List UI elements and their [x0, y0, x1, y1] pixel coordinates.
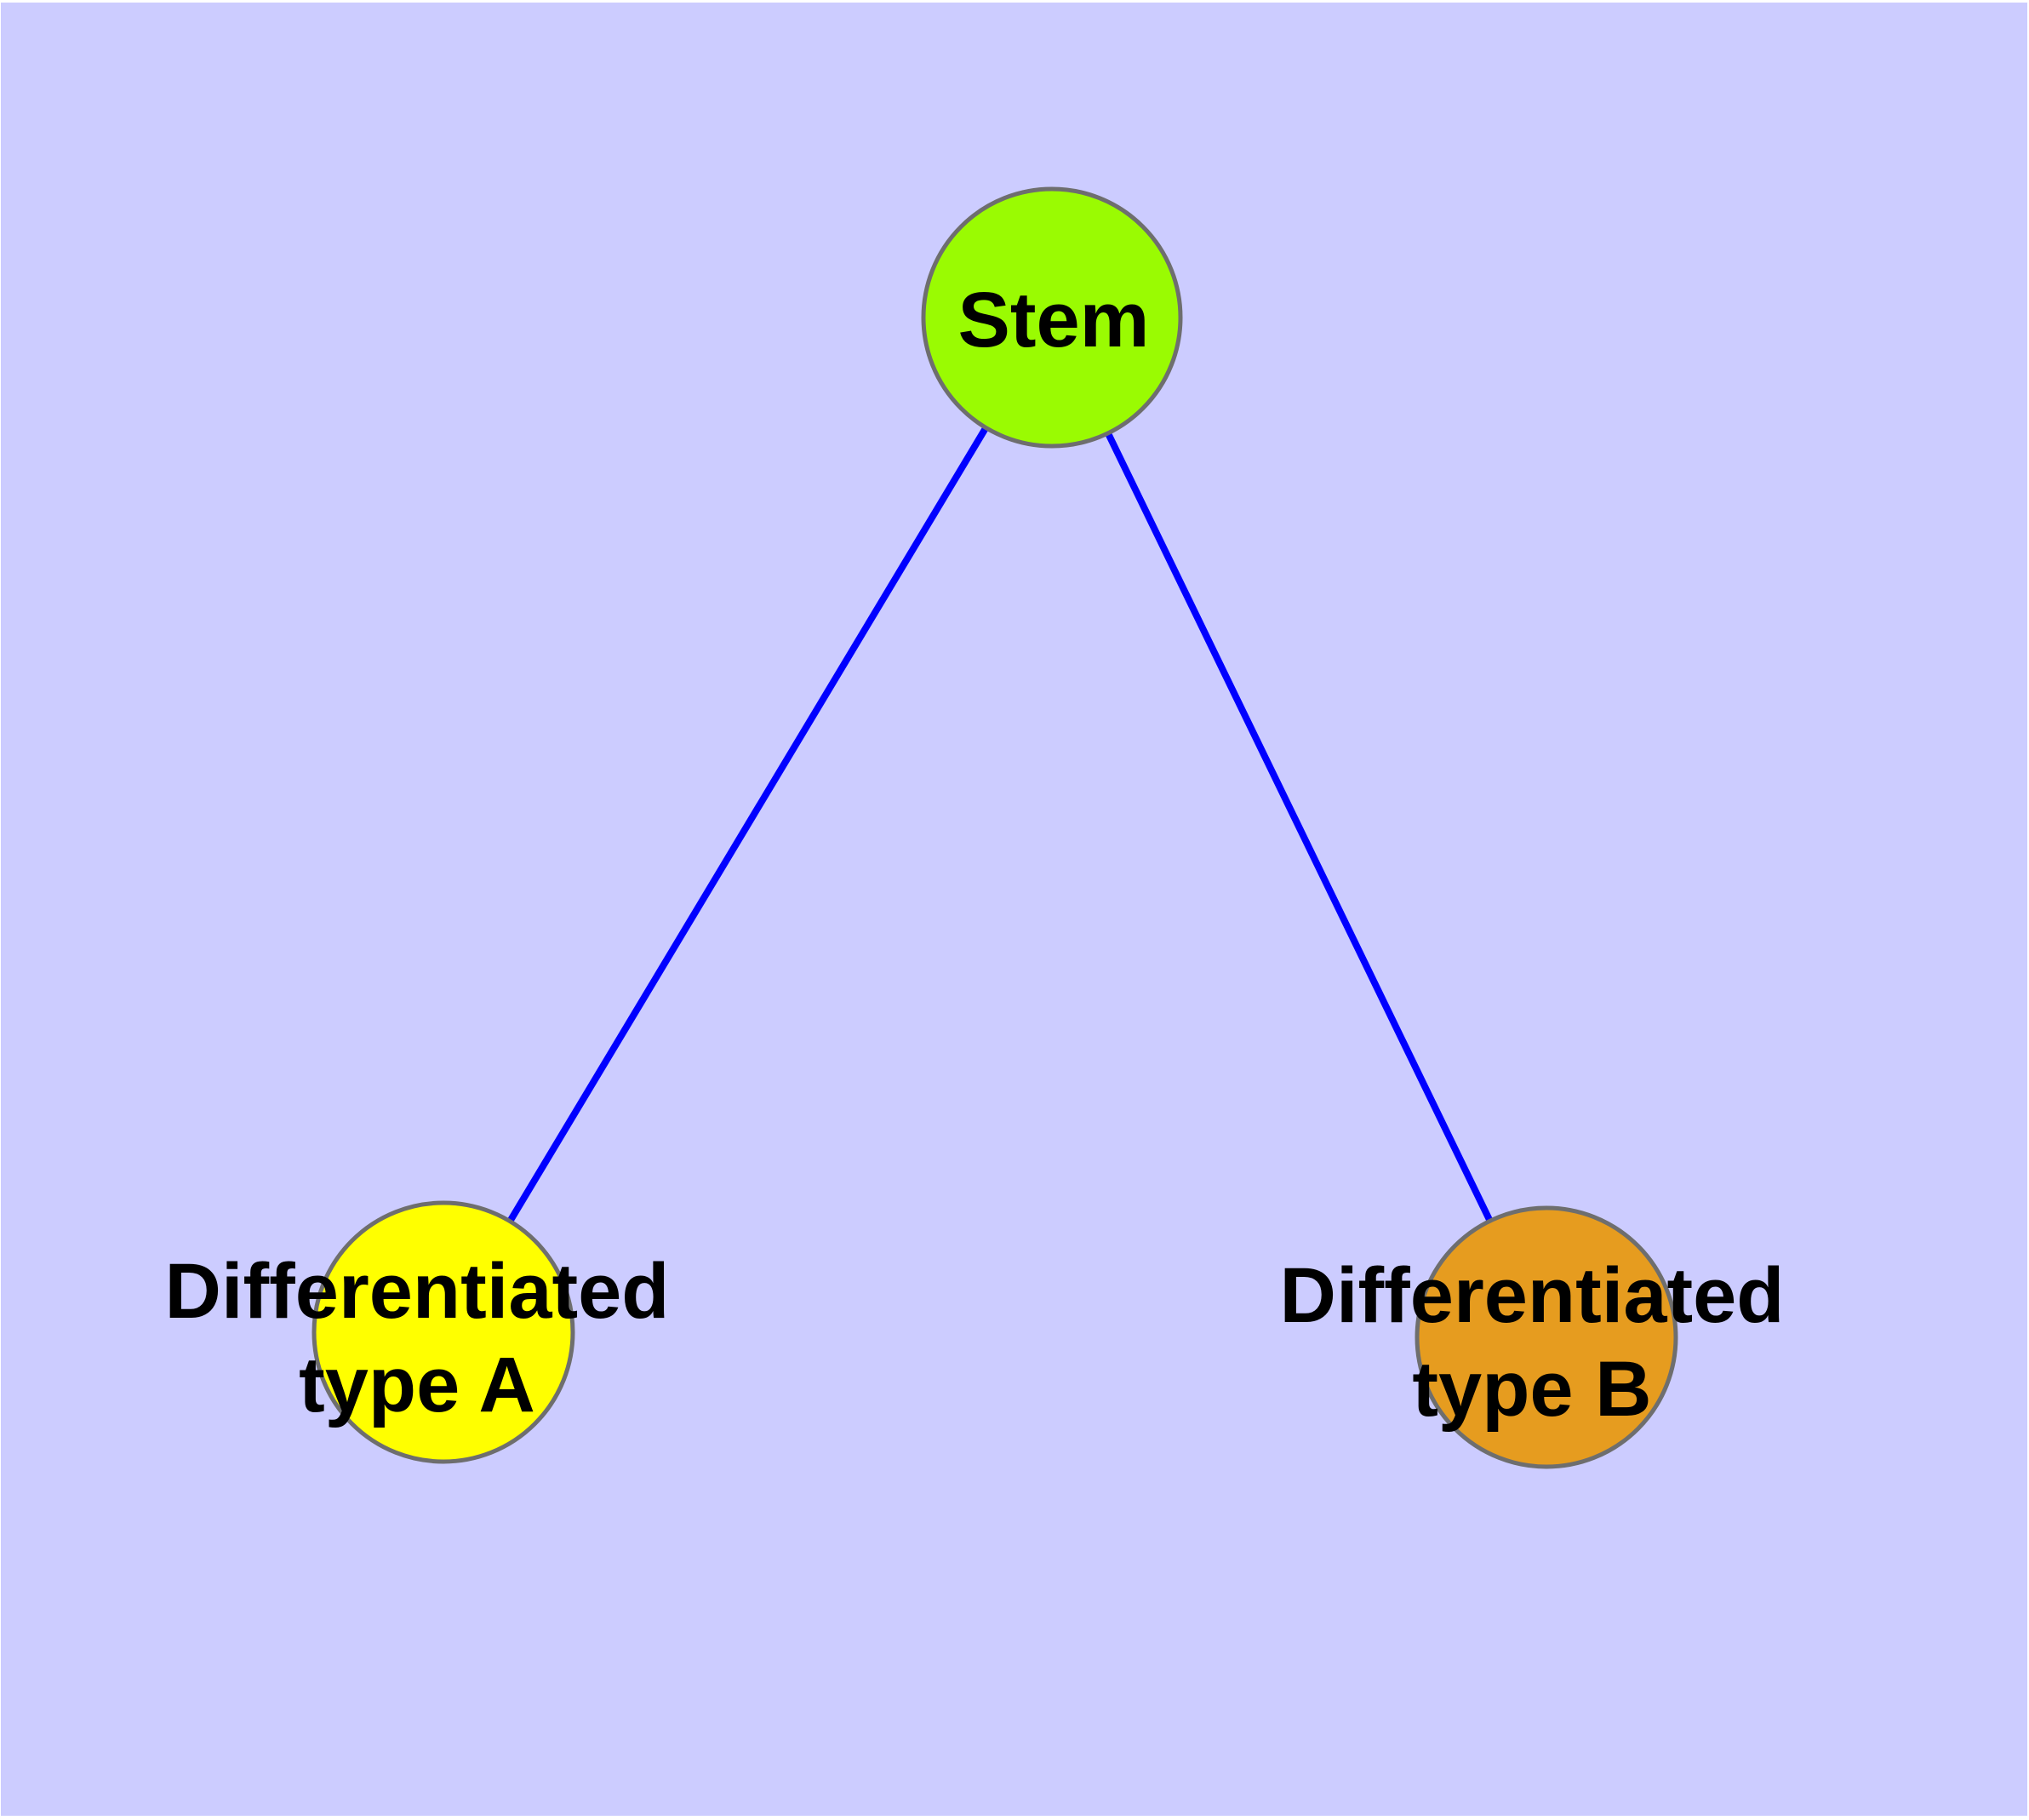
node-differentiated-type-a	[311, 1200, 575, 1464]
type-b-node-label-line1: Differentiated	[1280, 1252, 1785, 1339]
node-differentiated-type-b	[1415, 1205, 1678, 1469]
stem-node-label: Stem	[958, 277, 1150, 363]
type-a-node-label-line1: Differentiated	[165, 1248, 670, 1335]
type-b-node-label-line2: type B	[1412, 1346, 1651, 1433]
edge-stem-to-type-a	[440, 315, 1055, 1335]
edge-stem-to-type-b	[1049, 316, 1550, 1339]
type-a-node-label-line2: type A	[299, 1342, 535, 1428]
node-stem	[921, 186, 1183, 449]
